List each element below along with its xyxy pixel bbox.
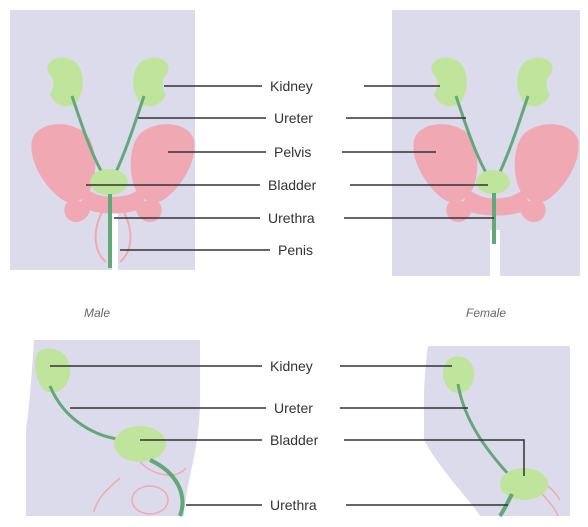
- label-kidney: Kidney: [270, 78, 313, 94]
- female-front-view: [392, 10, 580, 276]
- female-bladder: [476, 170, 510, 194]
- male-front-view: [10, 10, 195, 270]
- female-side-view: [424, 346, 570, 516]
- label-bladder: Bladder: [268, 177, 316, 193]
- male-side-bladder: [114, 426, 166, 462]
- caption-male: Male: [84, 306, 110, 320]
- caption-female: Female: [466, 306, 506, 320]
- label-side-bladder: Bladder: [270, 432, 318, 448]
- label-side-kidney: Kidney: [270, 358, 313, 374]
- label-urethra: Urethra: [268, 210, 315, 226]
- label-penis: Penis: [278, 242, 313, 258]
- label-ureter: Ureter: [274, 110, 313, 126]
- label-pelvis: Pelvis: [274, 144, 311, 160]
- label-side-urethra: Urethra: [270, 497, 317, 513]
- label-side-ureter: Ureter: [274, 400, 313, 416]
- male-bladder: [90, 169, 128, 195]
- male-side-penis: [132, 486, 168, 514]
